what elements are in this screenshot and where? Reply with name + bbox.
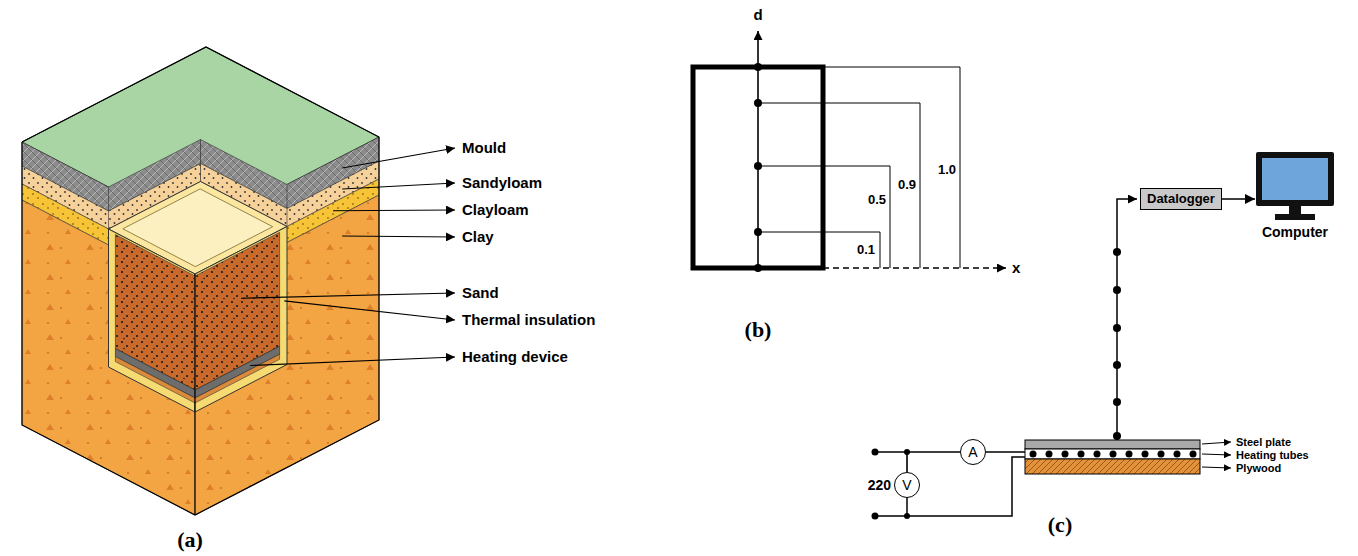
heating-tube — [1142, 451, 1149, 458]
x-axis — [823, 267, 1006, 268]
plywood — [1025, 459, 1200, 474]
monitor-outline — [1255, 150, 1335, 222]
insulation-wall — [109, 229, 196, 412]
layer-label: Mould — [462, 139, 506, 156]
heating-tube — [1030, 451, 1037, 458]
ammeter-symbol: A — [960, 439, 986, 465]
voltmeter-symbol: V — [894, 472, 920, 498]
dimension-value: 1.0 — [937, 163, 957, 178]
heating-plate — [115, 349, 195, 398]
computer-monitor: Computer — [1255, 150, 1335, 241]
thermocouple-dot — [1113, 398, 1121, 406]
voltage-value: 220 — [868, 477, 891, 493]
terminal-dot — [872, 449, 879, 456]
thermocouple-dot — [1113, 248, 1121, 256]
layer-label: Sandyloam — [462, 174, 542, 191]
sensor-dot — [754, 63, 762, 71]
dimension-value: 0.5 — [867, 193, 887, 208]
meter-letter: V — [902, 478, 911, 492]
monitor-screen — [1262, 158, 1328, 200]
leader-arrow — [250, 357, 455, 366]
dimension-line — [758, 232, 880, 268]
leader-arrow — [342, 183, 455, 189]
sensor-dot — [754, 162, 762, 170]
dimension-line — [758, 103, 920, 268]
heating-tube — [1190, 451, 1197, 458]
part-label: Heating device — [462, 348, 568, 365]
leader-arrow — [1202, 442, 1231, 444]
axis-label: x — [1012, 259, 1020, 276]
part-label: Plywood — [1236, 463, 1281, 474]
sensor-dot — [754, 228, 762, 236]
leader-arrow — [284, 301, 455, 320]
soil-block — [22, 47, 455, 515]
panel-letter: (b) — [745, 317, 772, 342]
heating-tube — [1062, 451, 1069, 458]
dimension-line — [758, 166, 890, 268]
leader-arrow — [333, 209, 455, 211]
insulation-wall — [195, 227, 287, 413]
axis-label: d — [753, 6, 762, 23]
heating-tube — [1126, 451, 1133, 458]
thermocouple-dot — [1113, 361, 1121, 369]
wire — [875, 457, 1025, 516]
dimension-value: 0.1 — [856, 243, 876, 258]
part-label: Sand — [462, 284, 499, 301]
meter-letter: A — [968, 445, 977, 459]
part-label: Heating tubes — [1236, 450, 1309, 461]
monitor-base — [1275, 214, 1315, 220]
dimension-line — [758, 67, 960, 268]
thermocouple-dot — [1113, 324, 1121, 332]
heater-base — [195, 354, 280, 403]
wire — [875, 451, 907, 453]
device-label: Computer — [1262, 224, 1328, 241]
panel-letter: (a) — [177, 527, 203, 552]
wire-connector — [907, 452, 960, 472]
part-label: Thermal insulation — [462, 311, 595, 328]
part-label: Steel plate — [1236, 437, 1291, 448]
heater-base — [115, 357, 195, 403]
datalogger-box: Datalogger — [1140, 188, 1222, 210]
steel-plate — [1025, 440, 1200, 449]
layer-label: Clay — [462, 228, 494, 245]
leader-arrow — [241, 293, 455, 298]
block-edge — [195, 274, 196, 515]
layer-label: Clayloam — [462, 201, 529, 218]
leader-arrow — [1202, 467, 1231, 468]
sensor-dot — [754, 99, 762, 107]
leader-arrow — [342, 236, 455, 237]
heating-tube — [1046, 451, 1053, 458]
sand-fill — [195, 232, 280, 390]
heating-tubes — [1025, 449, 1200, 459]
wire — [986, 451, 1025, 453]
monitor-frame — [1256, 152, 1334, 206]
thermocouple-dot — [1113, 432, 1121, 440]
thermocouple-dot — [1113, 286, 1121, 294]
leader-arrow — [1202, 454, 1231, 455]
heating-plate — [195, 346, 280, 398]
heating-tube — [1078, 451, 1085, 458]
monitor-stand — [1289, 206, 1301, 214]
block-outline — [22, 47, 379, 515]
box-label: Datalogger — [1147, 191, 1215, 207]
heating-tube — [1094, 451, 1101, 458]
sensor-dot — [754, 264, 762, 272]
heating-tube — [1110, 451, 1117, 458]
coordinate-sketch — [693, 31, 1006, 272]
heating-tube — [1158, 451, 1165, 458]
panel-letter: (c) — [1048, 512, 1072, 537]
heating-tube — [1174, 451, 1181, 458]
dimension-value: 0.9 — [897, 178, 917, 193]
leader-arrow — [342, 148, 455, 168]
measuring-setup — [872, 199, 1232, 520]
terminal-dot — [872, 513, 879, 520]
junction-dot — [904, 513, 910, 519]
signal-arrow — [1222, 198, 1255, 200]
